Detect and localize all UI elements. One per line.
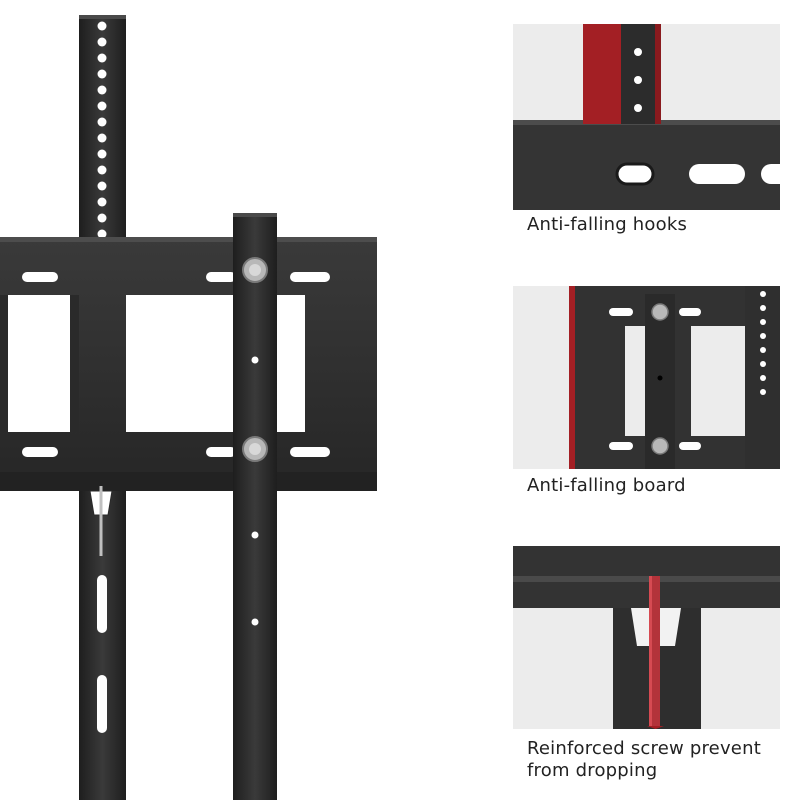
caption-reinforced-screw-line2: from dropping xyxy=(527,760,658,781)
caption-reinforced-screw: Reinforced screw prevent from dropping xyxy=(527,738,787,782)
tv-arm-right xyxy=(233,213,277,800)
caption-anti-falling-hooks: Anti-falling hooks xyxy=(527,214,688,235)
hook-detail xyxy=(89,486,113,556)
tv-mount-illustration xyxy=(0,15,377,800)
caption-anti-falling-board: Anti-falling board xyxy=(527,475,686,496)
caption-reinforced-screw-line1: Reinforced screw prevent xyxy=(527,738,761,759)
detail-board-image xyxy=(513,286,780,469)
bolt-bottom xyxy=(242,436,268,462)
detail-screw-image xyxy=(513,546,780,729)
detail-hooks-image xyxy=(513,24,780,210)
wall-plate xyxy=(0,237,377,491)
bolt-top xyxy=(242,257,268,283)
